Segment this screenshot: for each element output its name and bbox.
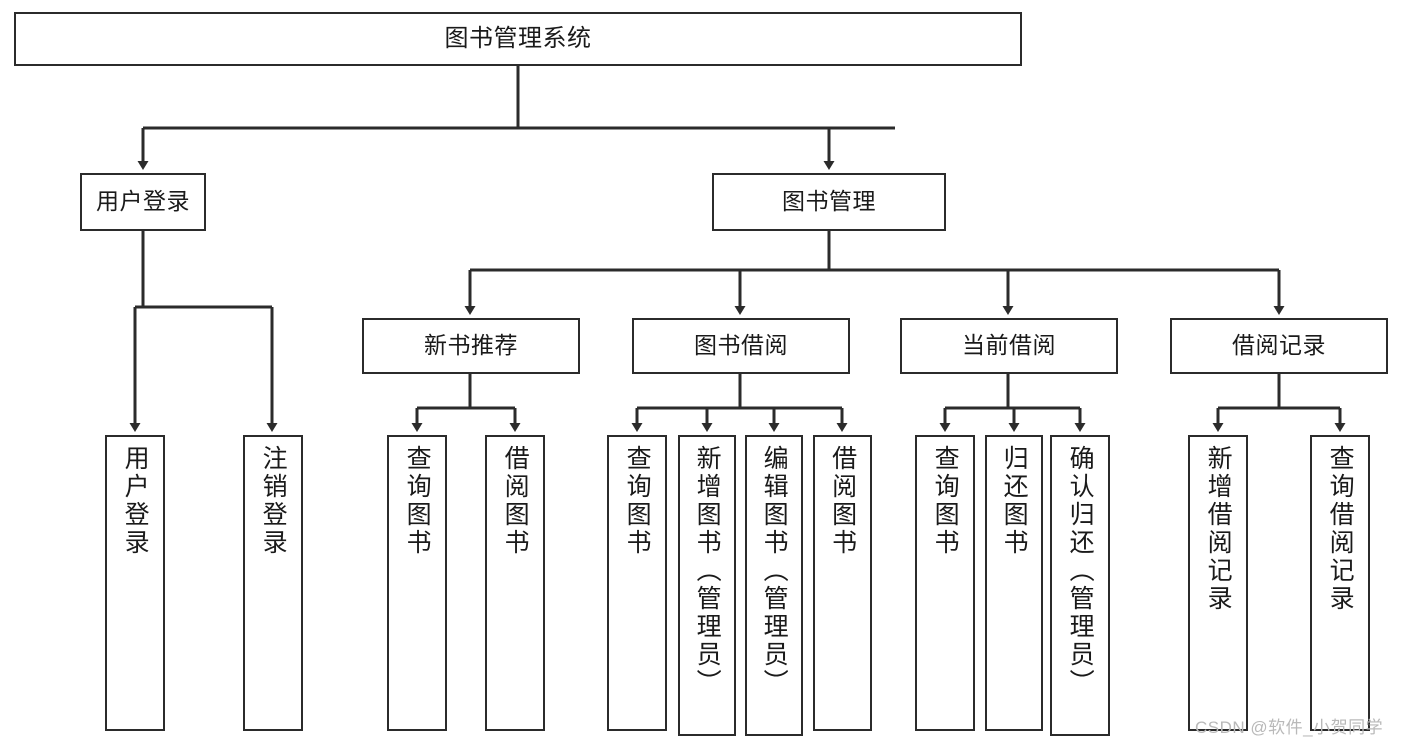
node-book-manage-label: 图书管理 <box>782 188 876 215</box>
node-leaf-confirm-return-label: 确认归还（管理员） <box>1066 445 1095 697</box>
node-leaf-edit-book[interactable]: 编辑图书（管理员） <box>745 435 803 736</box>
node-leaf-user-logout[interactable]: 注销登录 <box>243 435 303 731</box>
node-new-book-recommend-label: 新书推荐 <box>424 332 518 359</box>
node-leaf-add-book-label: 新增图书（管理员） <box>693 445 722 697</box>
node-leaf-user-login[interactable]: 用户登录 <box>105 435 165 731</box>
node-borrow-record-label: 借阅记录 <box>1232 332 1326 359</box>
node-leaf-return-book[interactable]: 归还图书 <box>985 435 1043 731</box>
node-current-borrow[interactable]: 当前借阅 <box>900 318 1118 374</box>
node-leaf-query-book-2[interactable]: 查询图书 <box>607 435 667 731</box>
node-current-borrow-label: 当前借阅 <box>962 332 1056 359</box>
node-leaf-add-record-label: 新增借阅记录 <box>1204 445 1233 613</box>
node-leaf-return-book-label: 归还图书 <box>1000 445 1029 557</box>
node-leaf-query-book-3[interactable]: 查询图书 <box>915 435 975 731</box>
node-book-borrow[interactable]: 图书借阅 <box>632 318 850 374</box>
node-leaf-borrow-book-1[interactable]: 借阅图书 <box>485 435 545 731</box>
node-leaf-query-record-label: 查询借阅记录 <box>1326 445 1355 613</box>
node-leaf-query-book-1[interactable]: 查询图书 <box>387 435 447 731</box>
node-leaf-user-logout-label: 注销登录 <box>259 445 288 557</box>
node-leaf-borrow-book-2[interactable]: 借阅图书 <box>813 435 872 731</box>
node-user-login-label: 用户登录 <box>96 188 190 215</box>
node-leaf-add-book[interactable]: 新增图书（管理员） <box>678 435 736 736</box>
node-new-book-recommend[interactable]: 新书推荐 <box>362 318 580 374</box>
node-leaf-query-book-2-label: 查询图书 <box>623 445 652 557</box>
node-book-manage[interactable]: 图书管理 <box>712 173 946 231</box>
node-leaf-query-book-3-label: 查询图书 <box>931 445 960 557</box>
node-leaf-confirm-return[interactable]: 确认归还（管理员） <box>1050 435 1110 736</box>
node-borrow-record[interactable]: 借阅记录 <box>1170 318 1388 374</box>
node-user-login[interactable]: 用户登录 <box>80 173 206 231</box>
node-leaf-user-login-label: 用户登录 <box>121 445 150 557</box>
node-root-label: 图书管理系统 <box>444 24 592 52</box>
node-leaf-query-book-1-label: 查询图书 <box>403 445 432 557</box>
node-leaf-borrow-book-2-label: 借阅图书 <box>828 445 857 557</box>
node-leaf-edit-book-label: 编辑图书（管理员） <box>760 445 789 697</box>
csdn-watermark: CSDN @软件_小贺同学 <box>1195 718 1384 737</box>
node-leaf-add-record[interactable]: 新增借阅记录 <box>1188 435 1248 731</box>
node-root[interactable]: 图书管理系统 <box>14 12 1022 66</box>
node-leaf-query-record[interactable]: 查询借阅记录 <box>1310 435 1370 731</box>
node-leaf-borrow-book-1-label: 借阅图书 <box>501 445 530 557</box>
node-book-borrow-label: 图书借阅 <box>694 332 788 359</box>
